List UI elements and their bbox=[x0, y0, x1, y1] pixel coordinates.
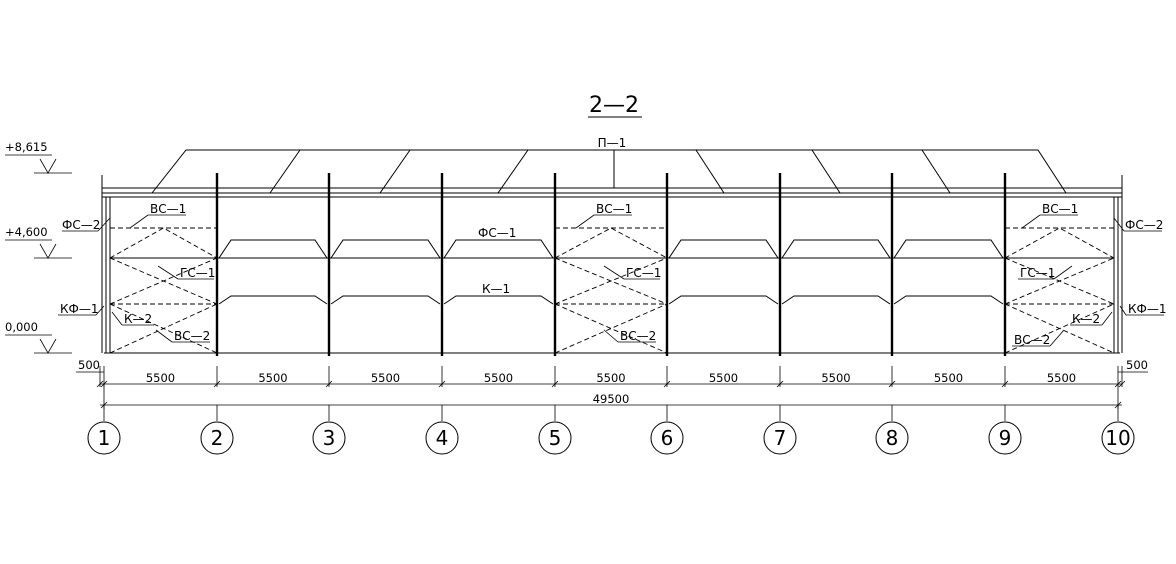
truss-web bbox=[269, 149, 951, 194]
axis-label-7: 7 bbox=[774, 426, 787, 450]
truss-top-chord bbox=[151, 149, 1067, 194]
label-vs2-mid: ВС—2 bbox=[620, 329, 656, 343]
beam-runs bbox=[218, 239, 1004, 305]
dim-total: 49500 bbox=[593, 392, 630, 406]
dim-span-7: 5500 bbox=[821, 371, 850, 385]
level-text-1: +4,600 bbox=[5, 225, 48, 239]
label-k1-mid: К—1 bbox=[482, 282, 510, 296]
section-title: 2—2 bbox=[589, 93, 639, 118]
axis-label-3: 3 bbox=[323, 426, 336, 450]
dim-span-5: 5500 bbox=[596, 371, 625, 385]
end-columns bbox=[101, 175, 1123, 353]
dim-span-3: 5500 bbox=[371, 371, 400, 385]
level-text-0: +8,615 bbox=[5, 140, 48, 154]
dim-span-2: 5500 bbox=[258, 371, 287, 385]
label-gs1-mid: ГС—1 bbox=[626, 266, 661, 280]
label-fs2-left: ФС—2 bbox=[62, 218, 100, 232]
label-vs1-right: ВС—1 bbox=[1042, 202, 1078, 216]
label-vs1-mid: ВС—1 bbox=[596, 202, 632, 216]
label-kf1-right: КФ—1 bbox=[1128, 302, 1166, 316]
axis-bubble-5 bbox=[538, 421, 572, 455]
label-gs1-left: ГС—1 bbox=[180, 266, 215, 280]
axis-bubble-8 bbox=[875, 421, 909, 455]
label-k2-left: К—2 bbox=[124, 312, 152, 326]
level-marks: +8,615 +4,600 0,000 bbox=[5, 140, 72, 354]
frame-horizontals bbox=[104, 257, 1120, 354]
level-text-2: 0,000 bbox=[5, 320, 38, 334]
dim-edge-left: 500 bbox=[78, 358, 100, 372]
label-vs2-right: ВС—2 bbox=[1014, 333, 1050, 347]
axis-label-5: 5 bbox=[549, 426, 562, 450]
bracing-labels: ФС—2 ФС—2 ВС—1 ВС—1 ВС—1 ФС—1 ГС—1 ГС—1 … bbox=[58, 202, 1166, 347]
axis-bubble-7 bbox=[763, 421, 797, 455]
label-kf1-left: КФ—1 bbox=[60, 302, 98, 316]
axis-bubble-3 bbox=[312, 421, 346, 455]
columns bbox=[215, 173, 1007, 356]
axis-label-9: 9 bbox=[999, 426, 1012, 450]
axis-label-8: 8 bbox=[886, 426, 899, 450]
label-fs2-right: ФС—2 bbox=[1125, 218, 1163, 232]
axis-label-4: 4 bbox=[436, 426, 449, 450]
eaves-beam bbox=[102, 187, 1122, 198]
axis-bubble-6 bbox=[650, 421, 684, 455]
axis-bubble-2 bbox=[200, 421, 234, 455]
axis-bubble-1 bbox=[87, 421, 121, 455]
dim-span-8: 5500 bbox=[934, 371, 963, 385]
dim-span-6: 5500 bbox=[709, 371, 738, 385]
dim-span-9: 5500 bbox=[1047, 371, 1076, 385]
axis-label-6: 6 bbox=[661, 426, 674, 450]
dim-edge-right: 500 bbox=[1126, 358, 1148, 372]
label-gs1-right: ГС—1 bbox=[1020, 266, 1055, 280]
purlin-label: П—1 bbox=[598, 136, 627, 150]
axis-bubble-10 bbox=[1101, 421, 1135, 455]
axis-bubble-9 bbox=[988, 421, 1022, 455]
axis-bubbles: 1 2 3 4 5 6 7 8 9 10 bbox=[87, 405, 1135, 455]
label-fs1-mid: ФС—1 bbox=[478, 226, 516, 240]
axis-label-2: 2 bbox=[211, 426, 224, 450]
label-k2-right: К—2 bbox=[1072, 312, 1100, 326]
axis-bubble-4 bbox=[425, 421, 459, 455]
dim-span-4: 5500 bbox=[484, 371, 513, 385]
axis-label-10: 10 bbox=[1105, 426, 1130, 450]
label-vs1-left: ВС—1 bbox=[150, 202, 186, 216]
axis-label-1: 1 bbox=[98, 426, 111, 450]
bracing bbox=[109, 227, 1115, 354]
label-vs2-left: ВС—2 bbox=[174, 329, 210, 343]
dim-span-1: 5500 bbox=[146, 371, 175, 385]
dimension-lines: 500 500 5500 5500 5500 5500 5500 5500 5500 5500 55… bbox=[76, 358, 1148, 409]
